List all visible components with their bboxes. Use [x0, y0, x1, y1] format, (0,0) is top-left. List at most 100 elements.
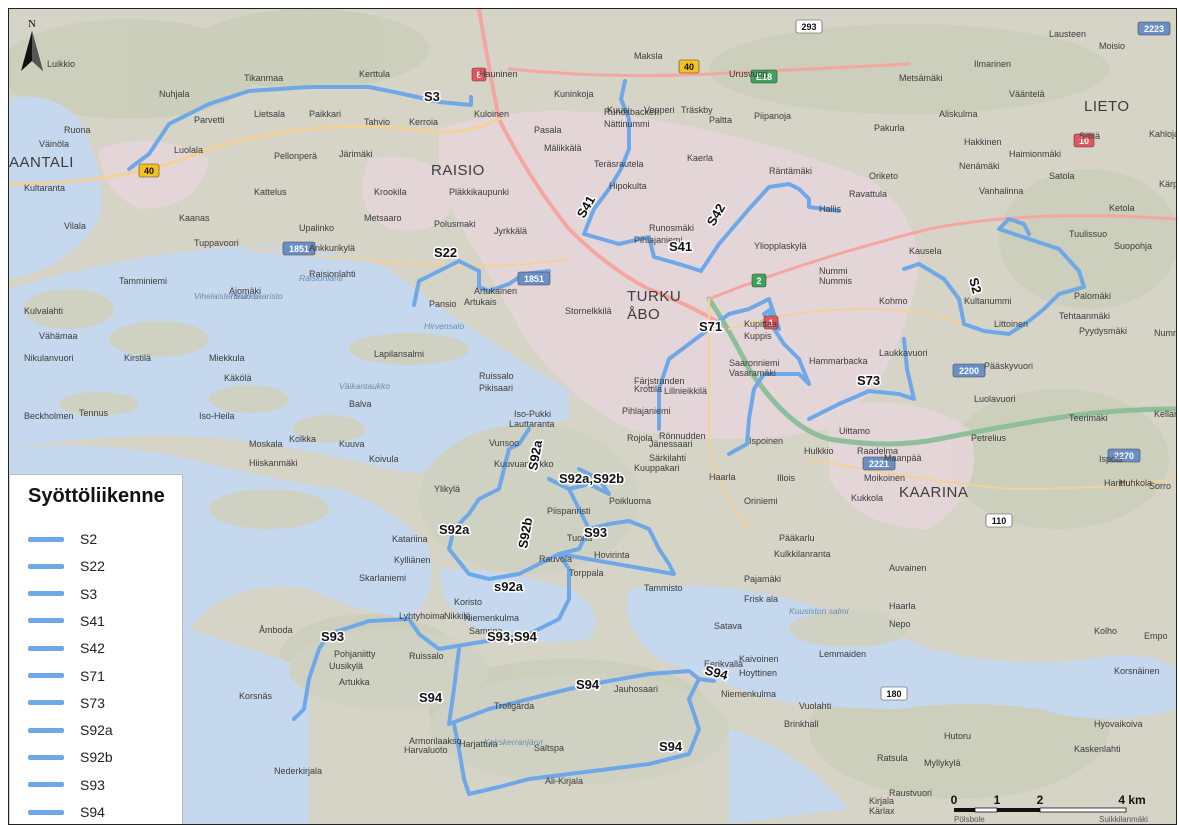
- place-label: Piispanristi: [547, 506, 591, 516]
- scale-tick-2: 2: [1037, 794, 1044, 807]
- islands: [24, 289, 909, 784]
- place-label: Runosmäki: [649, 223, 694, 233]
- place-label: Hoyttinen: [739, 668, 777, 678]
- water-label: Hirvensalo: [424, 321, 464, 331]
- place-label: Kuppis: [744, 331, 772, 341]
- place-label: Paikkari: [309, 109, 341, 119]
- place-label: Kulvalahti: [24, 306, 63, 316]
- route-s2[interactable]: [902, 217, 1086, 336]
- place-label: Uusikylä: [329, 661, 363, 671]
- road-shield: 2221: [862, 456, 896, 471]
- route-s42[interactable]: [699, 182, 841, 273]
- place-label: Torppala: [569, 568, 604, 578]
- place-label: Åmboda: [259, 625, 293, 635]
- route-label-s93[interactable]: S93: [583, 524, 609, 542]
- place-label: Särkilahti: [649, 453, 686, 463]
- place-label: Ruissalo: [409, 651, 444, 661]
- place-label: Niemenkulma: [721, 689, 776, 699]
- scale-place-2: Suikkilanmäki: [1099, 815, 1148, 824]
- map-canvas[interactable]: 840401E181021851185122002221227011018022…: [9, 9, 1176, 824]
- route-label-s94[interactable]: S94: [658, 738, 685, 756]
- route-label-s92a[interactable]: S92a: [524, 437, 547, 473]
- legend-item-s2: S2: [28, 529, 97, 549]
- place-label: Kultaranta: [24, 183, 65, 193]
- place-label: Pläkkikaupunki: [449, 187, 509, 197]
- place-label: Littoinen: [994, 319, 1028, 329]
- route-label-s93[interactable]: S93: [320, 628, 346, 646]
- place-label: Nuhjala: [159, 89, 190, 99]
- water-labels: Turun saaristoVihelaistenaukkoRaisionlah…: [194, 273, 850, 747]
- route-label-s94[interactable]: S94: [418, 689, 445, 707]
- feeder-routes[interactable]: [127, 79, 1086, 796]
- road-shield-label: 10: [1079, 136, 1089, 146]
- road-shield-label: 2270: [1114, 451, 1134, 461]
- route-label-s73[interactable]: S73: [856, 372, 882, 390]
- route-label-s22[interactable]: S22: [433, 244, 459, 262]
- place-label: Nummi: [1154, 328, 1176, 338]
- place-label: Kirstilä: [124, 353, 151, 363]
- route-s71[interactable]: [657, 297, 811, 456]
- water-label: Kuusiston salmi: [789, 606, 850, 616]
- scale-tick-0: 0: [951, 794, 958, 807]
- place-label: Raadelma: [857, 446, 898, 456]
- route-label-s92a[interactable]: S92a: [438, 521, 472, 539]
- route-label-s2[interactable]: S2: [965, 274, 987, 296]
- legend-title: Syöttöliikenne: [28, 485, 165, 507]
- legend-swatch: [28, 754, 64, 760]
- route-label-s94[interactable]: S94: [575, 676, 602, 694]
- route-label-s3[interactable]: S3: [423, 88, 442, 106]
- place-label: Saltspa: [534, 743, 564, 753]
- place-label: Haimionmäki: [1009, 149, 1061, 159]
- water-label: Raisionlahti: [299, 273, 344, 283]
- place-label: Sillilä: [1079, 131, 1100, 141]
- legend-swatch: [28, 673, 64, 678]
- road-shield: 10: [1073, 133, 1095, 148]
- legend-swatch: [28, 700, 64, 706]
- place-label: Nikkilä: [444, 611, 471, 621]
- place-label: Vääntelä: [1009, 89, 1045, 99]
- place-label: Tuorla: [567, 533, 592, 543]
- legend-label: S41: [80, 612, 105, 629]
- route-s73[interactable]: [807, 337, 916, 421]
- route-s94[interactable]: [447, 647, 716, 796]
- route-s3[interactable]: [127, 85, 473, 171]
- place-label: Hipokulta: [609, 181, 647, 191]
- place-label: Ispois: [1099, 454, 1123, 464]
- road-shield-label: 1851: [289, 244, 309, 254]
- place-label: Moisio: [1099, 41, 1125, 51]
- route-label-s41[interactable]: S41: [668, 238, 694, 256]
- place-label: Räntämäki: [769, 166, 812, 176]
- route-label-s71[interactable]: S71: [698, 318, 724, 336]
- road-shield-label: 8: [476, 70, 481, 80]
- place-label: Illois: [777, 473, 796, 483]
- road-shield: 40: [678, 59, 700, 74]
- route-label-s92a-s92b[interactable]: S92a,S92b: [558, 470, 626, 488]
- route-label-s92b[interactable]: S92b: [514, 515, 537, 551]
- place-label: Beckholmen: [24, 411, 74, 421]
- legend-item-s42: S42: [28, 638, 105, 658]
- city-label-åbo: ÅBO: [627, 306, 660, 323]
- place-label: Sorro: [1149, 481, 1171, 491]
- place-label: Harjattula: [459, 739, 498, 749]
- route-s92b[interactable]: [547, 467, 611, 496]
- road-shield: 2223: [1137, 21, 1171, 36]
- place-label: Poikluoma: [609, 496, 651, 506]
- place-label: Pasala: [534, 125, 562, 135]
- route-label-s93-s94[interactable]: S93,S94: [486, 628, 540, 646]
- place-label: Yliopplaskylä: [754, 241, 807, 251]
- legend-label: S92b: [80, 749, 113, 766]
- route-label-s92a[interactable]: s92a: [493, 578, 526, 596]
- place-label: Korsnäs: [239, 691, 273, 701]
- route-s93[interactable]: [292, 519, 676, 721]
- water-label: Väikantaukko: [339, 381, 390, 391]
- place-label: Hauninen: [479, 69, 518, 79]
- place-label: Hiiskanmäki: [249, 458, 298, 468]
- legend-item-s71: S71: [28, 666, 105, 686]
- place-label: Pihlajaniemi: [622, 406, 671, 416]
- route-s22[interactable]: [412, 259, 551, 307]
- place-label: Hallis: [819, 204, 842, 214]
- place-label: Nummis: [819, 276, 852, 286]
- place-label: Kärlax: [869, 806, 895, 816]
- route-s41[interactable]: [582, 79, 703, 273]
